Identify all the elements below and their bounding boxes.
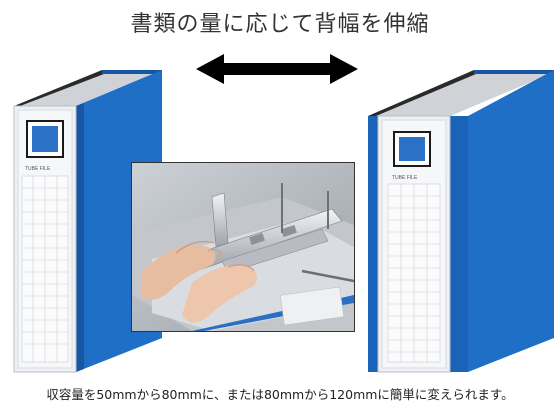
spine-label-right: TUBE FILE bbox=[392, 175, 418, 181]
mechanism-photo bbox=[131, 162, 355, 332]
binder-right: TUBE FILE bbox=[368, 70, 554, 373]
caption: 収容量を50mmから80mmに、または80mmから120mmに簡単に変えられます… bbox=[46, 387, 514, 402]
headline: 書類の量に応じて背幅を伸縮 bbox=[130, 12, 430, 37]
double-arrow-icon bbox=[196, 54, 358, 84]
mechanism-illustration bbox=[132, 163, 354, 331]
spine-label: TUBE FILE bbox=[25, 166, 51, 172]
